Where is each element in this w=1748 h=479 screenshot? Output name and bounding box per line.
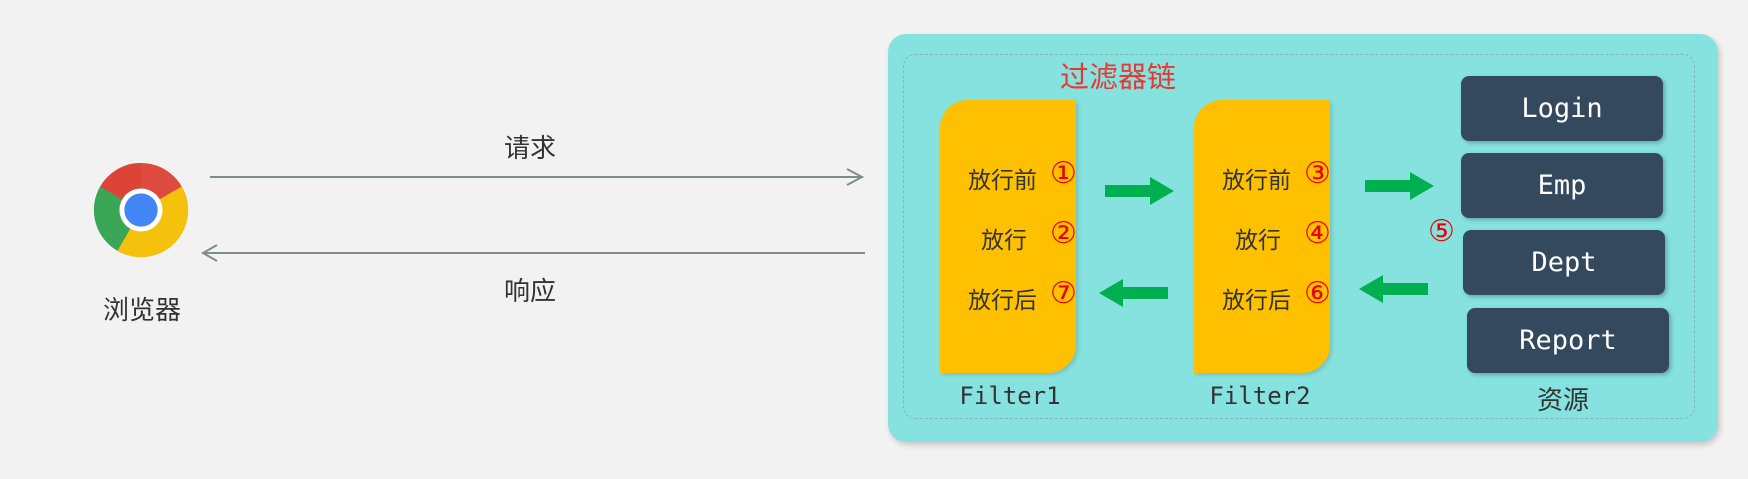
filter2-step-after-number: ⑥ <box>1304 276 1331 311</box>
response-label: 响应 <box>503 277 556 307</box>
filter1-step-after-number: ⑦ <box>1050 276 1077 311</box>
filter1-box <box>940 100 1076 373</box>
filter1-step-before-text: 放行前 <box>968 168 1037 194</box>
filter2-step-pass-text: 放行 <box>1235 228 1281 254</box>
browser-label: 浏览器 <box>102 296 181 326</box>
resource-report: Report <box>1467 308 1669 373</box>
resource-dept: Dept <box>1463 230 1665 295</box>
request-arrowhead <box>846 168 865 186</box>
filter2-box <box>1194 100 1330 373</box>
request-response-arrows <box>200 168 865 262</box>
request-label: 请求 <box>503 134 556 164</box>
resource-login: Login <box>1461 76 1663 141</box>
resources-label: 资源 <box>1537 386 1590 416</box>
response-arrowhead <box>200 244 218 262</box>
filter1-step-after-text: 放行后 <box>968 288 1037 314</box>
filter2-step-after-text: 放行后 <box>1222 288 1291 314</box>
filter1-label: Filter1 <box>959 382 1061 410</box>
filter1-step-pass-text: 放行 <box>981 228 1027 254</box>
filter2-step-pass-number: ④ <box>1304 216 1331 251</box>
filter1-step-pass-number: ② <box>1050 216 1077 251</box>
filter-chain-boundary <box>903 54 1695 419</box>
filter-chain-title: 过滤器链 <box>1060 60 1177 94</box>
resource-emp: Emp <box>1461 153 1663 218</box>
filter1-step-before-number: ① <box>1050 156 1077 191</box>
filter2-label: Filter2 <box>1209 382 1311 410</box>
filter2-step-before-number: ③ <box>1304 156 1331 191</box>
chrome-browser-icon <box>93 162 189 258</box>
resource-step-number: ⑤ <box>1428 214 1455 249</box>
filter2-step-before-text: 放行前 <box>1222 168 1291 194</box>
